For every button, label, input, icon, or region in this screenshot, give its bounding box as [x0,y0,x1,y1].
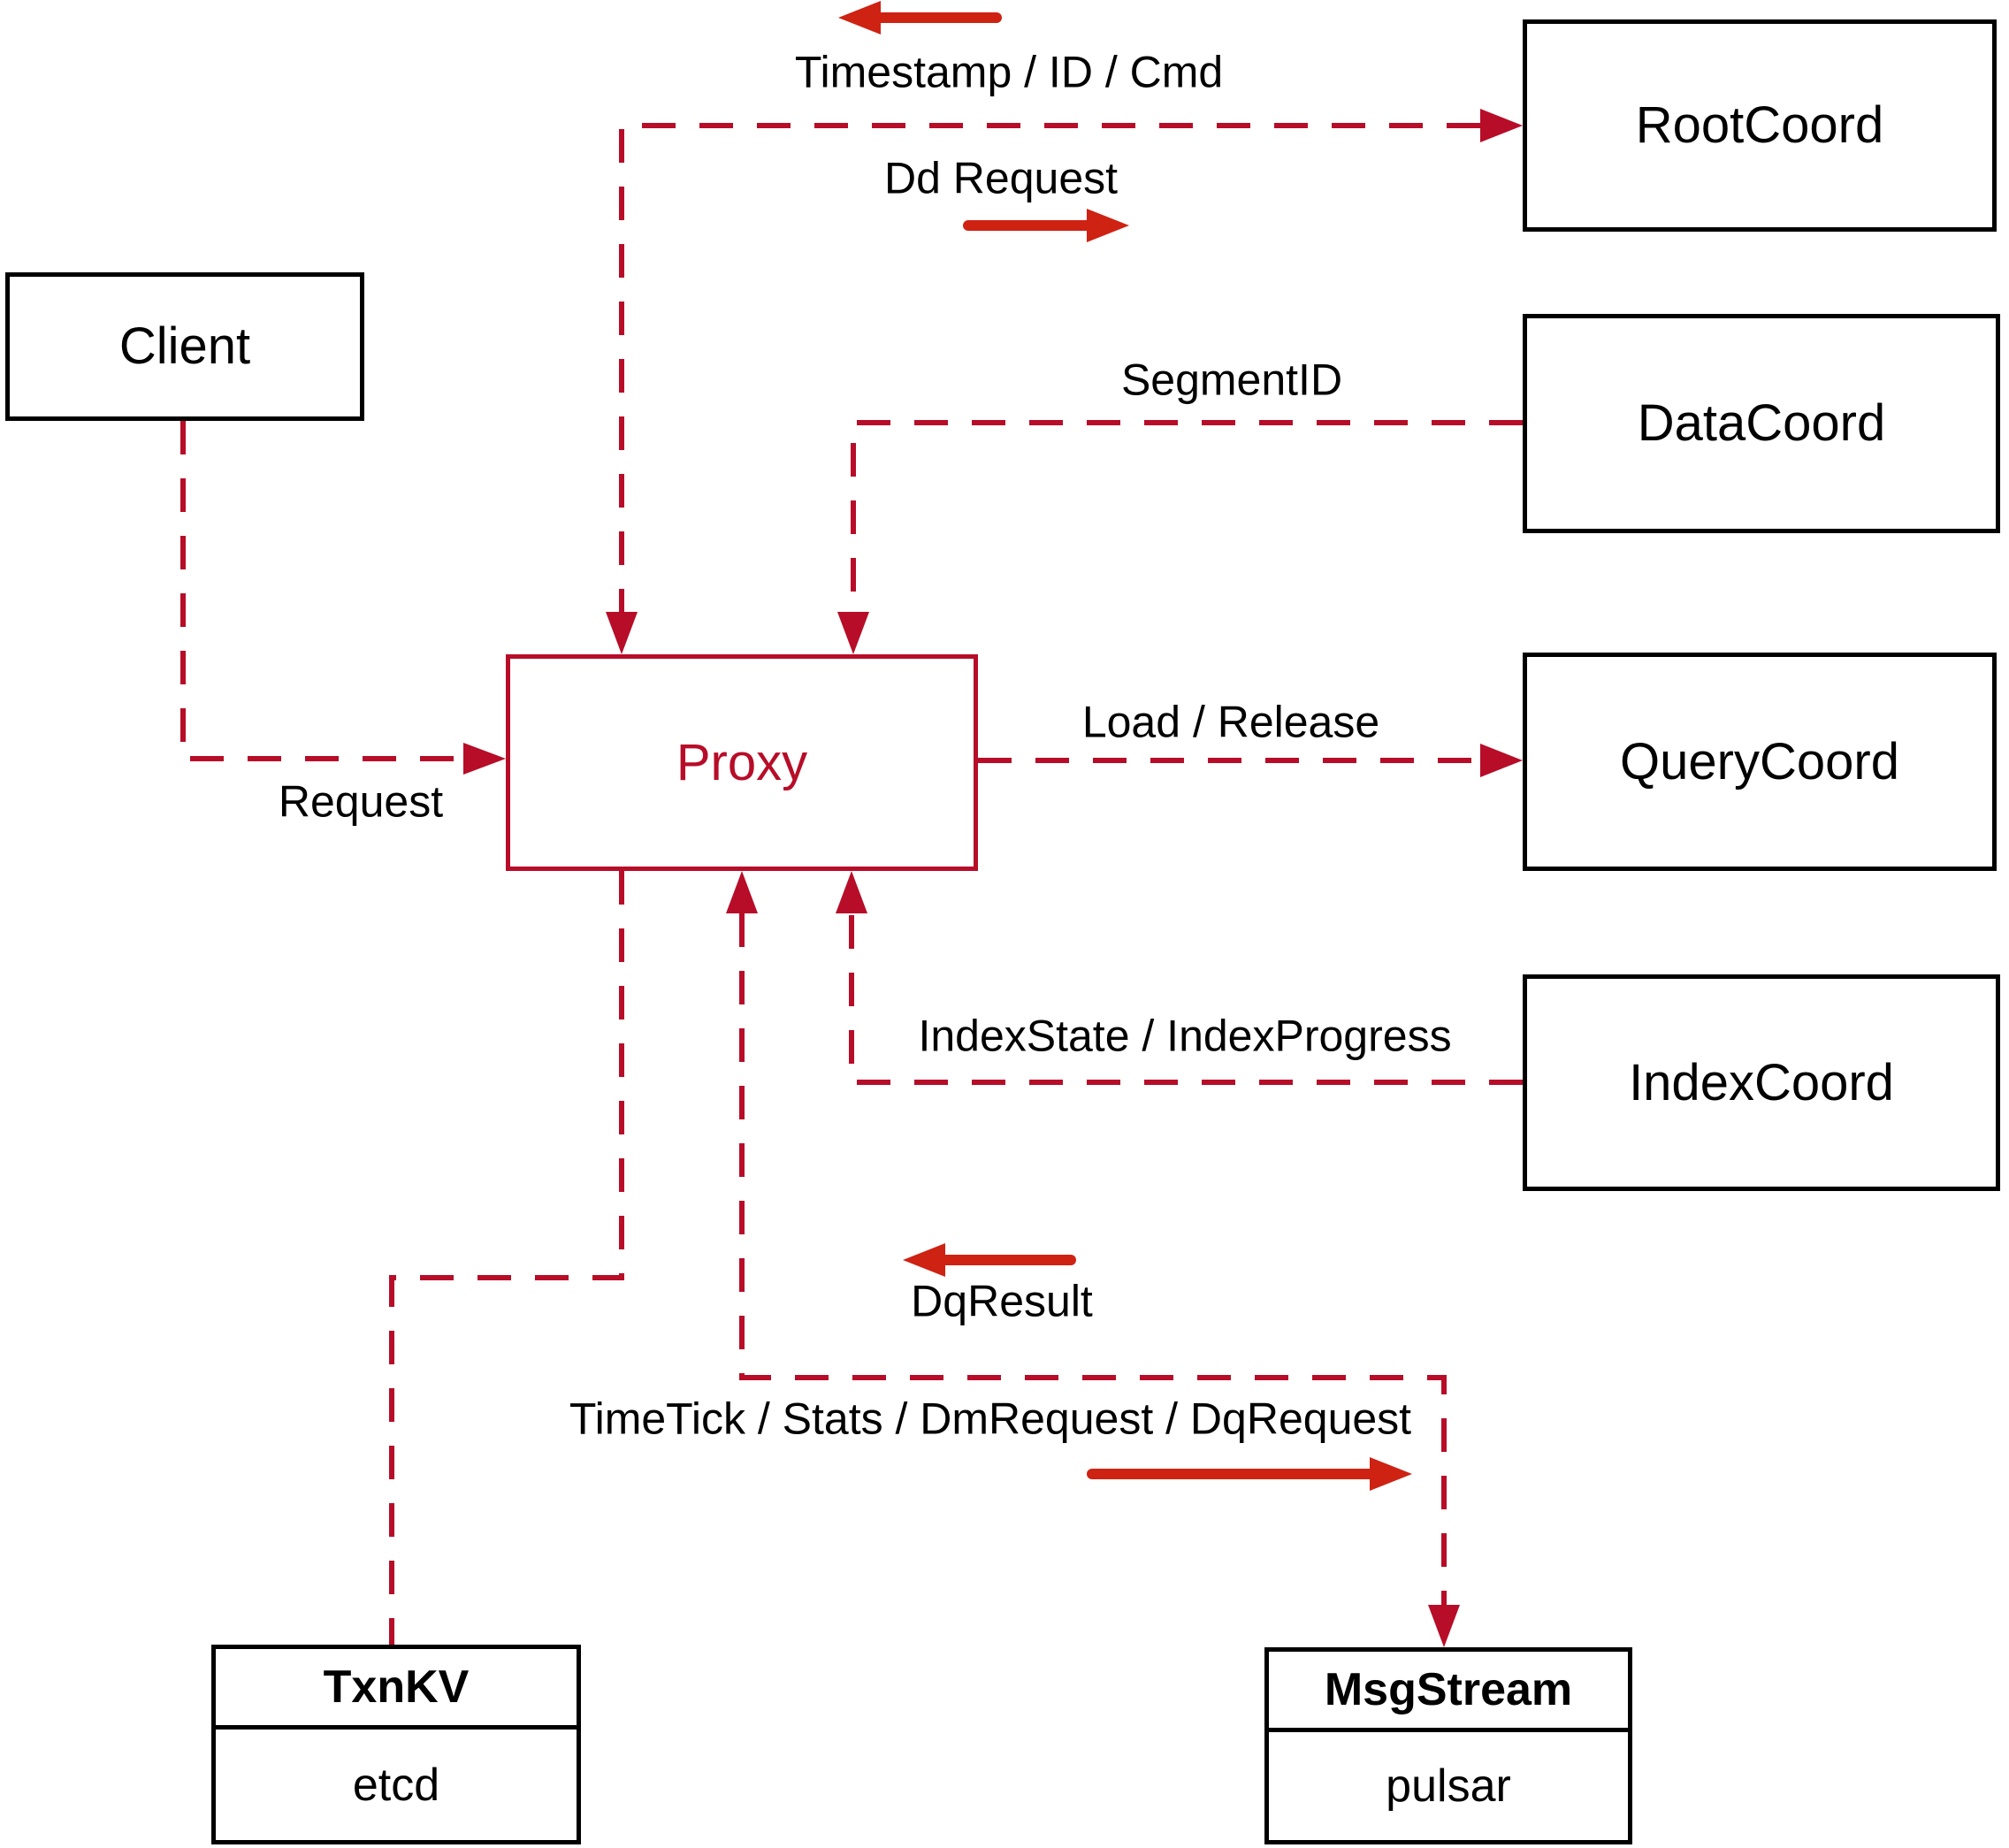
querycoord-arrowhead-icon [1480,744,1523,777]
msgstream-node: MsgStream pulsar [1264,1647,1632,1844]
indexcoord-node: IndexCoord [1523,974,2000,1191]
dq-result-direction-left-arrow-icon [903,1243,1076,1277]
client-label: Client [118,317,251,375]
time-tick-direction-right-arrow-icon [1087,1457,1412,1491]
proxy-to-txnkv-edge [389,871,624,1645]
rootcoord-arrowhead-icon [1480,109,1523,142]
client-node: Client [5,272,364,421]
msgstream-subtitle: pulsar [1386,1760,1511,1812]
rootcoord-label: RootCoord [1635,96,1884,154]
proxy-bottom-right-arrowhead-icon [836,871,867,913]
querycoord-label: QueryCoord [1620,732,1899,790]
dd-request-label: Dd Request [883,153,1119,203]
proxy-bottom-middle-arrowhead-icon [726,871,758,913]
client-to-proxy-edge [180,421,463,761]
timestamp-id-cmd-label: Timestamp / ID / Cmd [794,47,1224,97]
txnkv-node: TxnKV etcd [211,1645,581,1844]
timestamp-direction-left-arrow-icon [838,1,1002,34]
load-release-label: Load / Release [1081,697,1380,747]
request-label: Request [278,776,444,827]
datacoord-label: DataCoord [1637,394,1886,452]
msgstream-arrowhead-icon [1428,1605,1460,1647]
segment-id-label: SegmentID [1120,355,1343,405]
dd-request-direction-right-arrow-icon [963,209,1129,242]
msgstream-title: MsgStream [1269,1652,1628,1732]
index-state-progress-label: IndexState / IndexProgress [918,1011,1452,1061]
proxy-top-left-arrowhead-icon [606,612,638,654]
querycoord-node: QueryCoord [1523,653,1997,871]
dq-result-label: DqResult [911,1276,1093,1326]
indexcoord-label: IndexCoord [1629,1053,1894,1111]
proxy-msgstream-edge [739,913,1447,1605]
rootcoord-node: RootCoord [1523,19,1997,232]
proxy-rootcoord-edge [619,123,1480,612]
client-to-proxy-arrowhead-icon [463,743,506,775]
proxy-top-right-arrowhead-icon [837,612,869,654]
datacoord-to-proxy-edge [851,420,1523,612]
proxy-label: Proxy [676,733,808,791]
time-tick-label: TimeTick / Stats / DmRequest / DqRequest [569,1394,1412,1444]
datacoord-node: DataCoord [1523,314,2000,533]
txnkv-title: TxnKV [216,1649,577,1730]
txnkv-subtitle: etcd [352,1759,440,1811]
proxy-node: Proxy [506,654,978,871]
